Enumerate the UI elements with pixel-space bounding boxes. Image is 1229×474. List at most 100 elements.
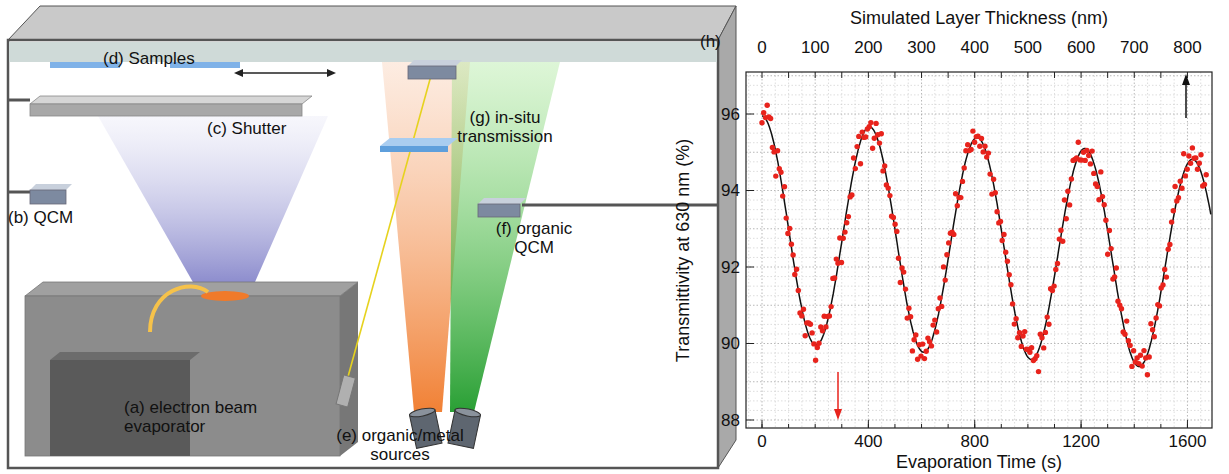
data-point <box>1181 151 1186 156</box>
data-point <box>1039 335 1044 340</box>
data-point <box>1055 261 1060 266</box>
tick-label: 90 <box>721 334 740 353</box>
tick <box>815 424 816 428</box>
data-point <box>1008 282 1013 287</box>
grid-line <box>746 190 1212 191</box>
grid-line <box>746 257 1212 258</box>
grid-line <box>894 72 895 428</box>
data-point <box>1195 167 1200 172</box>
data-point <box>1183 173 1188 178</box>
tick <box>746 267 754 268</box>
grid-line <box>1200 72 1201 428</box>
data-point <box>943 277 948 282</box>
data-point <box>1084 148 1089 153</box>
tick <box>974 72 975 78</box>
data-point <box>903 286 908 291</box>
tick <box>746 114 754 115</box>
grid-line <box>746 276 1212 277</box>
data-point <box>823 324 828 329</box>
data-point <box>873 121 878 126</box>
data-point <box>853 166 858 171</box>
data-point <box>794 267 799 272</box>
tick <box>1054 72 1055 78</box>
data-point <box>1176 195 1181 200</box>
grid-line <box>746 391 1212 392</box>
data-point <box>1029 345 1034 350</box>
data-point <box>796 288 801 293</box>
data-point <box>1053 267 1058 272</box>
grid-line <box>746 286 1212 287</box>
data-point <box>1102 202 1107 207</box>
tick <box>762 420 763 428</box>
grid-line <box>881 72 882 428</box>
tick <box>1187 420 1188 428</box>
grid-line <box>746 410 1212 411</box>
data-point <box>911 337 916 342</box>
axis-title: Simulated Layer Thickness (nm) <box>850 9 1108 28</box>
grid-line <box>1107 72 1108 428</box>
grid-line <box>746 295 1212 296</box>
tick <box>868 72 869 78</box>
grid-line <box>1094 72 1095 428</box>
grid-line <box>746 133 1212 134</box>
data-point <box>1022 329 1027 334</box>
tick <box>746 343 754 344</box>
tick <box>1001 72 1002 78</box>
data-point <box>780 193 785 198</box>
data-point <box>1169 219 1174 224</box>
tick <box>894 72 895 78</box>
data-point <box>792 272 797 277</box>
data-point <box>1091 171 1096 176</box>
data-point <box>1179 186 1184 191</box>
tick-label: 92 <box>721 258 740 277</box>
tick <box>921 72 922 78</box>
data-point <box>922 356 927 361</box>
grid-line <box>961 72 962 428</box>
data-point <box>930 322 935 327</box>
data-point <box>970 128 975 133</box>
tick-label: 1600 <box>1169 432 1207 451</box>
tick-label: 100 <box>801 38 829 57</box>
data-point <box>1202 182 1207 187</box>
data-point <box>808 322 813 327</box>
data-point <box>1152 334 1157 339</box>
grid-line <box>1014 72 1015 428</box>
grid-line <box>746 114 1212 115</box>
data-point <box>778 170 783 175</box>
part-label: (e) organic/metal sources <box>322 426 478 464</box>
tick <box>1081 420 1082 428</box>
tick-label: 500 <box>1014 38 1042 57</box>
data-point <box>773 173 778 178</box>
data-point <box>901 269 906 274</box>
data-point <box>1166 247 1171 252</box>
part-label: (f) organic QCM <box>484 219 584 257</box>
data-point <box>1122 332 1127 337</box>
data-point <box>828 304 833 309</box>
data-point <box>1010 301 1015 306</box>
data-point <box>787 226 792 231</box>
grid-line <box>746 305 1212 306</box>
data-point <box>1034 353 1039 358</box>
tick <box>948 72 949 78</box>
data-point <box>858 161 863 166</box>
grid-line <box>1001 72 1002 428</box>
data-point <box>1036 369 1041 374</box>
grid-line <box>775 72 776 428</box>
grid-line <box>762 72 763 428</box>
data-point <box>994 209 999 214</box>
data-point <box>891 215 896 220</box>
data-point <box>1013 316 1018 321</box>
tick <box>762 424 763 428</box>
data-point <box>1015 335 1020 340</box>
data-point <box>1178 179 1183 184</box>
data-point <box>946 240 951 245</box>
tick <box>868 424 869 428</box>
tick <box>894 424 895 428</box>
data-point <box>1153 315 1158 320</box>
data-point <box>1089 148 1094 153</box>
grid-line <box>1041 72 1042 428</box>
data-point <box>841 236 846 241</box>
data-point <box>1058 228 1063 233</box>
tick <box>1027 424 1028 428</box>
tick-label: 400 <box>854 432 882 451</box>
